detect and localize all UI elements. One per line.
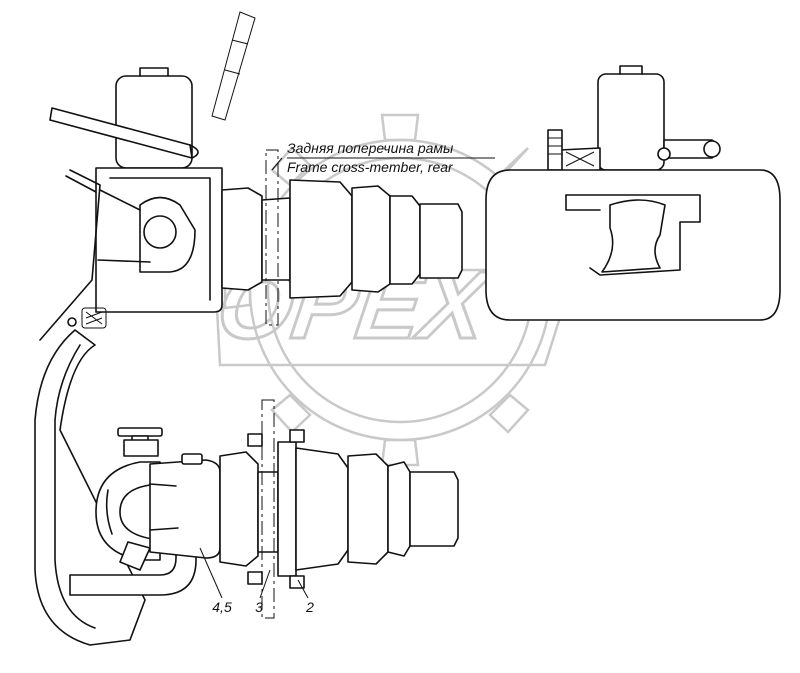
- callout-4-5: 4,5: [212, 599, 232, 615]
- frame-cross-member-annotation: Задняя поперечина рамы Frame cross-membe…: [271, 140, 495, 175]
- callout-3: 3: [255, 599, 263, 615]
- top-right-rear-view: [485, 65, 781, 321]
- callout-2: 2: [305, 599, 314, 615]
- callout-leaders: [199, 547, 309, 599]
- top-left-hook-side-view: [39, 11, 463, 341]
- annotation-russian: Задняя поперечина рамы: [287, 140, 454, 156]
- bottom-plan-view: [34, 329, 459, 646]
- annotation-english: Frame cross-member, rear: [287, 159, 454, 175]
